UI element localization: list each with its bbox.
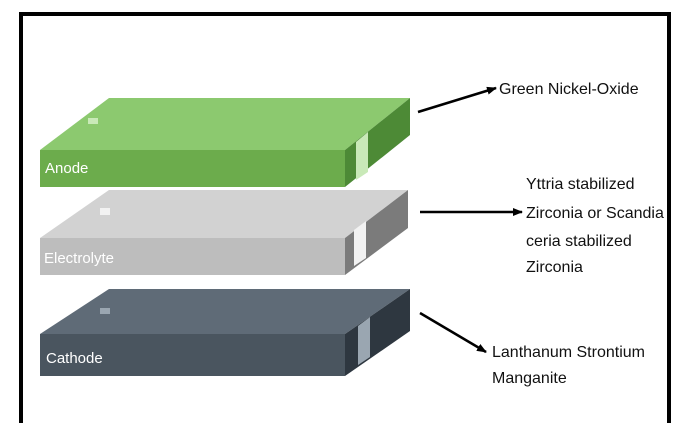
electrolyte-material-line-4: Zirconia — [526, 259, 583, 276]
anode-label: Anode — [45, 160, 88, 177]
cathode-notch-side — [358, 317, 370, 365]
anode-front-face — [40, 150, 345, 187]
electrolyte-material-line-2: Zirconia or Scandia — [526, 205, 664, 222]
anode-top-face — [40, 98, 410, 150]
cathode-notch-front — [100, 308, 110, 314]
electrolyte-notch-side — [354, 221, 366, 266]
electrolyte-front-face — [40, 238, 345, 275]
anode-notch-side — [356, 132, 368, 180]
electrolyte-top-face — [40, 190, 408, 238]
cathode-material-label: Lanthanum Strontium Manganite — [492, 344, 649, 387]
cathode-front-face — [40, 334, 345, 376]
electrolyte-label: Electrolyte — [44, 250, 114, 267]
cathode-arrow — [419, 311, 487, 354]
cathode-material-line-2: Manganite — [492, 370, 567, 387]
anode-notch-front — [88, 118, 98, 124]
cathode-layer: Cathode — [40, 289, 410, 376]
anode-layer: Anode — [40, 98, 410, 187]
frame-border — [19, 12, 671, 423]
cathode-label: Cathode — [46, 350, 103, 367]
anode-material-label: Green Nickel-Oxide — [499, 81, 639, 98]
electrolyte-notch-front — [100, 208, 110, 215]
anode-arrow — [417, 86, 497, 114]
cathode-material-line-1: Lanthanum Strontium — [492, 344, 645, 361]
cathode-top-face — [40, 289, 410, 334]
electrolyte-material-line-3: ceria stabilized — [526, 233, 632, 250]
electrolyte-material-label: Yttria stabilized Zirconia or Scandia ce… — [526, 176, 668, 276]
electrolyte-material-line-1: Yttria stabilized — [526, 176, 635, 193]
electrolyte-layer: Electrolyte — [40, 190, 408, 275]
